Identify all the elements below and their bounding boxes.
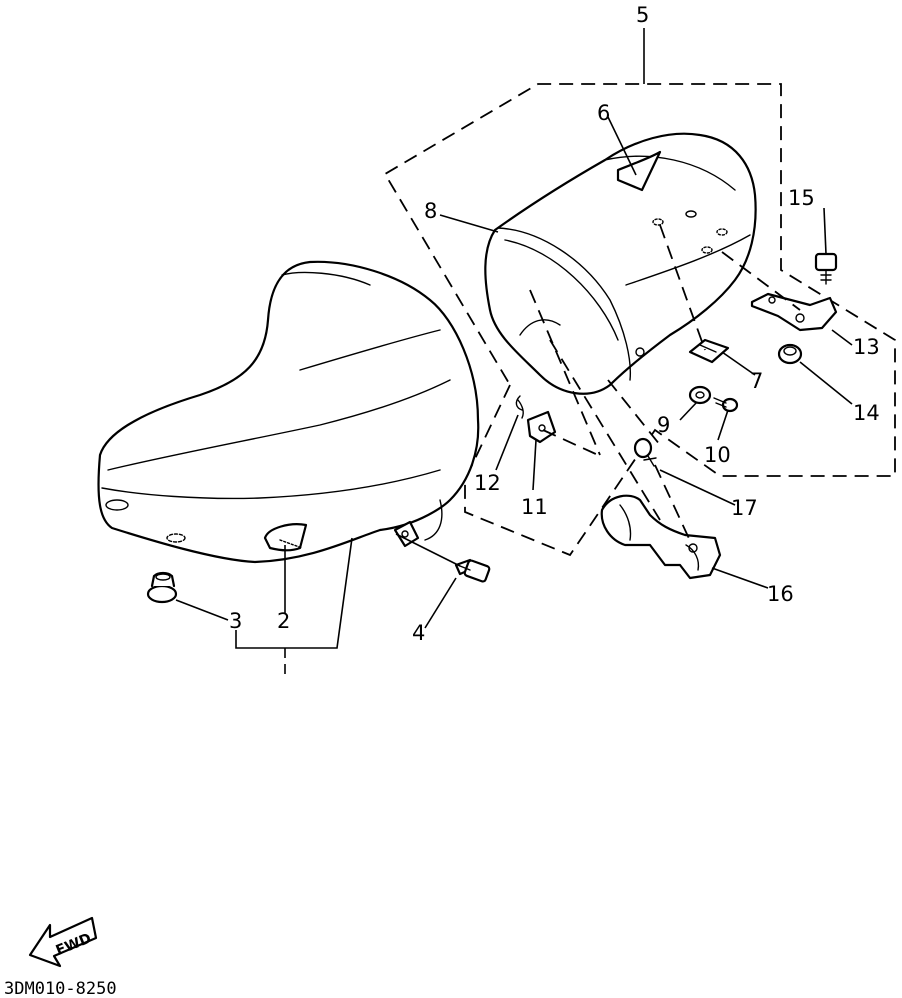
part-13-bracket [750, 292, 838, 332]
leader-lines [175, 116, 853, 680]
part-9-washer [688, 385, 712, 405]
part-7-clip [688, 338, 730, 364]
part-2-emblem [263, 523, 308, 552]
assembly-guide-lines [529, 224, 801, 546]
callout-3: 3 [229, 609, 242, 633]
part-16-bracket [600, 494, 722, 580]
part-17-bolt [633, 437, 657, 467]
callout-16: 16 [767, 582, 794, 606]
drawing-code: 3DM010-8250 [4, 979, 117, 998]
seat-bracket-under [393, 520, 420, 548]
callout-10: 10 [704, 443, 731, 467]
callout-6: 6 [597, 101, 610, 125]
part-6-emblem [616, 150, 662, 192]
callout-7: 7 [750, 369, 763, 393]
callout-8: 8 [424, 199, 437, 223]
part-12-pin [515, 395, 524, 419]
callout-17: 17 [731, 496, 758, 520]
passenger-seat [484, 132, 757, 395]
callout-9: 9 [657, 413, 670, 437]
part-11-nut [526, 410, 557, 444]
part-15-bolt [814, 252, 838, 285]
fwd-arrow-icon: FWD [28, 916, 98, 968]
callout-2: 2 [277, 609, 290, 633]
rider-seat [97, 260, 480, 564]
callout-12: 12 [474, 471, 501, 495]
part-14-nut [777, 343, 803, 365]
callout-15: 15 [788, 186, 815, 210]
part-4-bolt [454, 558, 491, 583]
callout-11: 11 [521, 495, 548, 519]
callout-14: 14 [853, 401, 880, 425]
group-5-boundary [383, 83, 896, 557]
callout-13: 13 [853, 335, 880, 359]
part-3-damper [146, 571, 178, 604]
callout-5: 5 [636, 3, 649, 27]
part-10-screw [713, 397, 739, 413]
callout-4: 4 [412, 621, 425, 645]
